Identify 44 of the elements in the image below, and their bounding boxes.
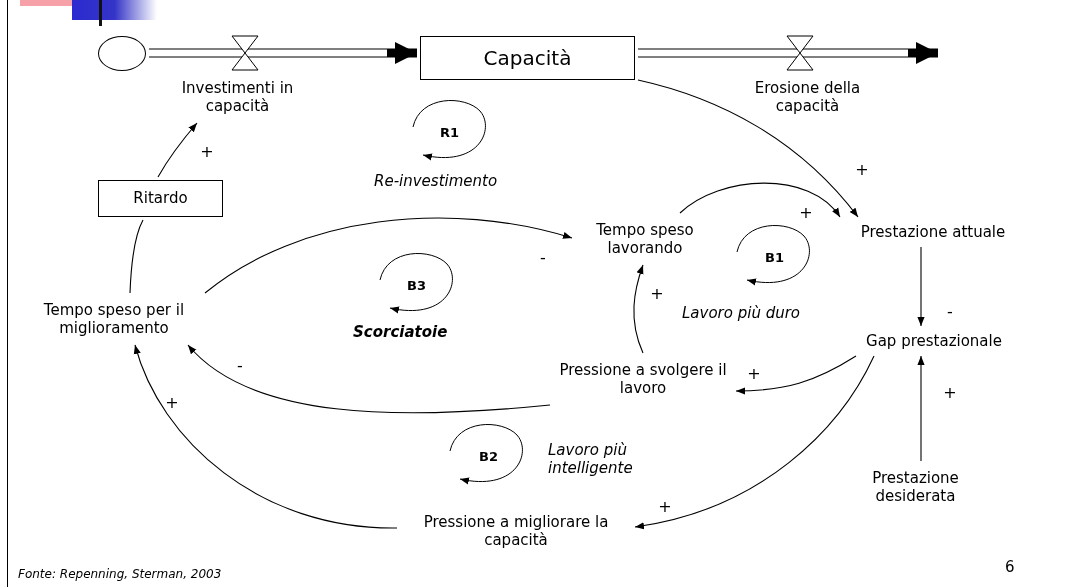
loop-name: Lavoro più duro (682, 304, 801, 323)
variable-label: Prestazione desiderata (853, 464, 978, 510)
polarity-sign: + (747, 366, 761, 382)
polarity-sign: + (799, 205, 813, 221)
loop-name: Scorciatoie (353, 323, 448, 342)
causal-arrow (187, 344, 551, 414)
source-note: Fonte: Repenning, Sterman, 2003 (18, 567, 222, 582)
polarity-sign: + (200, 144, 214, 160)
polarity-sign: + (855, 162, 869, 178)
circle-shape (98, 36, 146, 71)
causal-arrow (679, 182, 841, 218)
stock-box: Capacità (420, 36, 635, 80)
variable-label: Tempo speso lavorando (575, 216, 715, 262)
loop-name: Re-investimento (374, 172, 498, 191)
causal-arrow (633, 264, 644, 354)
loop-label: B1 (765, 250, 784, 266)
polarity-sign: + (165, 395, 179, 411)
flow-label: Erosione della capacità (735, 74, 880, 120)
polarity-sign: + (943, 385, 957, 401)
variable-label: Pressione a svolgere il lavoro (553, 356, 733, 402)
polarity-sign: + (650, 286, 664, 302)
causal-arrow (637, 79, 859, 218)
loop-label: B3 (407, 278, 426, 294)
polarity-sign: + (658, 499, 672, 515)
causal-arrow (157, 122, 198, 178)
causal-arrow (917, 246, 925, 327)
page-number: 6 (1005, 558, 1015, 577)
variable-label: Tempo speso per il miglioramento (14, 296, 214, 342)
variable-label: Pressione a migliorare la capacità (400, 508, 632, 554)
delay-box: Ritardo (98, 180, 223, 217)
polarity-sign: - (237, 358, 243, 374)
causal-arrow (735, 355, 857, 395)
polarity-sign: - (947, 304, 953, 320)
loop-label: R1 (440, 125, 460, 141)
causal-arrow (917, 355, 925, 462)
flow-label: Investimenti in capacità (160, 74, 315, 120)
polarity-sign: - (540, 250, 546, 266)
loop-label: B2 (479, 449, 498, 465)
variable-label: Gap prestazionale (843, 329, 1025, 353)
variable-label: Prestazione attuale (838, 220, 1028, 244)
causal-arrow (204, 217, 573, 294)
causal-arrow (634, 355, 875, 529)
loop-name: Lavoro più intelligente (548, 441, 634, 478)
causal-arrow (134, 344, 398, 529)
